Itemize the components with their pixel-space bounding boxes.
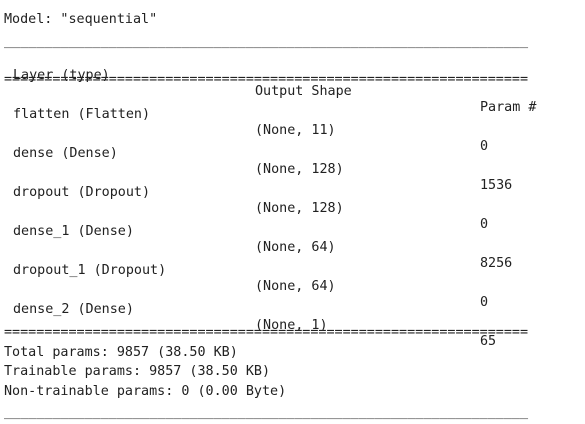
layer-output-shape: (None, 11) — [255, 123, 336, 138]
header-layer-type: Layer (type) — [13, 68, 110, 83]
layer-output-shape: (None, 64) — [255, 279, 336, 294]
model-title: Model: "sequential" — [4, 12, 158, 27]
table-header: Layer (type) Output Shape Param # — [13, 52, 573, 115]
non-trainable-params: Non-trainable params: 0 (0.00 Byte) — [4, 384, 287, 399]
trainable-params: Trainable params: 9857 (38.50 KB) — [4, 364, 271, 379]
table-row: dense_1 (Dense) (None, 64) 8256 — [13, 208, 573, 271]
layer-output-shape: (None, 128) — [255, 162, 344, 177]
layer-param-count: 0 — [480, 217, 489, 232]
header-output-shape: Output Shape — [255, 84, 352, 99]
layer-name: dense_1 (Dense) — [13, 224, 134, 239]
table-row: dense (Dense) (None, 128) 1536 — [13, 130, 573, 193]
layer-param-count: 65 — [480, 334, 497, 349]
header-param-count: Param # — [480, 100, 537, 115]
layer-name: dropout_1 (Dropout) — [13, 263, 167, 278]
layer-param-count: 0 — [480, 139, 489, 154]
layer-name: dense (Dense) — [13, 146, 118, 161]
table-row: dense_2 (Dense) (None, 1) 65 — [13, 286, 573, 349]
bottom-separator: ________________________________________… — [4, 405, 529, 420]
layer-name: dropout (Dropout) — [13, 185, 151, 200]
layer-output-shape: (None, 128) — [255, 201, 344, 216]
layer-param-count: 1536 — [480, 178, 513, 193]
table-row: dropout_1 (Dropout) (None, 64) 0 — [13, 247, 573, 310]
layer-param-count: 8256 — [480, 256, 513, 271]
total-params: Total params: 9857 (38.50 KB) — [4, 345, 238, 360]
layer-name: dense_2 (Dense) — [13, 302, 134, 317]
top-separator: ________________________________________… — [4, 34, 529, 49]
layer-output-shape: (None, 64) — [255, 240, 336, 255]
summary-separator: ========================================… — [4, 325, 529, 340]
layer-param-count: 0 — [480, 295, 489, 310]
header-separator: ========================================… — [4, 72, 529, 87]
layer-name: flatten (Flatten) — [13, 107, 151, 122]
table-row: flatten (Flatten) (None, 11) 0 — [13, 91, 573, 154]
table-row: dropout (Dropout) (None, 128) 0 — [13, 169, 573, 232]
layer-output-shape: (None, 1) — [255, 318, 328, 333]
